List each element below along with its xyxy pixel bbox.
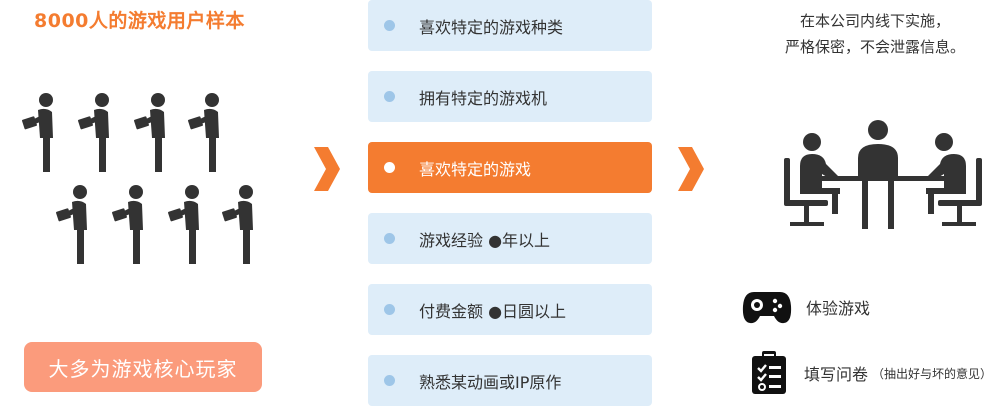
criteria-label: 游戏经验 ●年以上 [419,230,551,250]
criteria-item: 熟悉某动画或IP原作 [368,355,652,406]
criteria-item: 游戏经验 ●年以上 [368,213,652,264]
bullet-dot [384,20,395,31]
core-players-badge: 大多为游戏核心玩家 [24,342,262,392]
user-figure-icon [112,185,143,264]
feature-label: 体验游戏 [806,299,871,318]
criteria-label: 付费金额 ●日圆以上 [419,301,567,321]
confidentiality-note: 在本公司内线下实施， 严格保密，不会泄露信息。 [760,8,990,60]
criteria-label: 喜欢特定的游戏种类 [419,17,564,37]
meeting-table-icon [784,120,982,229]
user-figure-icon [78,93,109,172]
bullet-dot [384,233,395,244]
bullet-dot [384,375,395,386]
user-figure-icon [168,185,199,264]
gamepad-icon [742,292,792,324]
questionnaire-icon [752,351,786,394]
criteria-item: 付费金额 ●日圆以上 [368,284,652,335]
criteria-label: 熟悉某动画或IP原作 [419,372,562,392]
note-line: 严格保密，不会泄露信息。 [784,38,965,56]
criteria-label: 拥有特定的游戏机 [419,88,548,108]
bullet-dot [384,91,395,102]
user-figure-icon [188,93,219,172]
criteria-label: 喜欢特定的游戏 [419,159,532,179]
user-figure-icon [22,93,53,172]
user-figure-icon [56,185,87,264]
feature-label: 填写问卷 [804,365,869,384]
note-line: 在本公司内线下实施， [799,12,950,30]
feature-questionnaire: 填写问卷 （抽出好与坏的意见） [750,350,992,396]
arrow-right-icon [314,147,340,191]
feature-play-game: 体验游戏 [742,288,870,326]
criteria-item-active: 喜欢特定的游戏 [368,142,652,193]
user-figure-icon [134,93,165,172]
criteria-item: 拥有特定的游戏机 [368,71,652,122]
user-sample-figures [14,88,274,273]
user-figure-icon [222,185,253,264]
arrow-right-icon [678,147,704,191]
feature-note: （抽出好与坏的意见） [872,366,993,381]
bullet-dot [384,162,395,173]
sample-title: 8000人的游戏用户样本 [34,10,245,32]
bullet-dot [384,304,395,315]
criteria-item: 喜欢特定的游戏种类 [368,0,652,51]
